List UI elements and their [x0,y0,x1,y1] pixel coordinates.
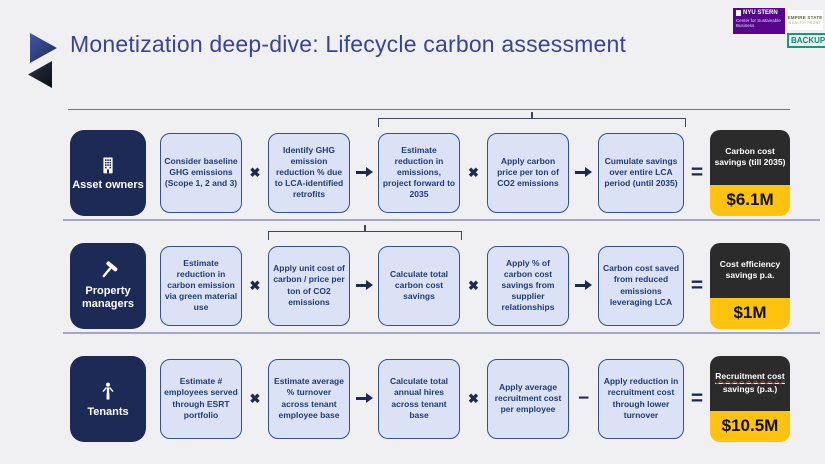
stakeholder-label: Tenants [87,405,129,418]
multiply-sign: ✖ [249,164,261,180]
process-row-tenants: Tenants Estimate # employees served thro… [0,355,825,442]
stakeholder-label: Property managers [82,285,134,310]
equals-sign: = [690,160,704,184]
multiply-sign: ✖ [468,164,479,180]
esrt-logo-line1: EMPIRE STATE [787,15,823,20]
operator [350,355,378,442]
operator: ✖ [242,355,268,442]
operator: ✖ [242,129,268,216]
operator [569,242,598,329]
step-box: Consider baseline GHG emissions (Scope 1… [160,132,242,213]
result-box: Cost efficiency savings p.a. $1M [710,242,790,329]
person-icon [98,379,118,403]
step-box: Carbon cost saved from reduced emissions… [598,245,684,326]
grouping-bracket [378,112,686,127]
result-value: $6.1M [710,184,790,216]
grouping-bracket [268,225,462,240]
operator: ✖ [460,355,487,442]
arrow-icon [575,280,592,291]
step-box: Estimate reduction in emissions, project… [378,132,460,213]
minus-sign: − [577,387,590,409]
multiply-sign: ✖ [468,390,479,406]
arrow-icon [575,167,592,178]
step-box: Apply % of carbon cost savings from supp… [487,245,569,326]
result-box: Recruitment cost savings (p.a.) $10.5M [710,355,790,442]
operator [569,129,598,216]
row-divider [63,219,820,221]
process-row-asset-owners: Asset owners Consider baseline GHG emiss… [0,112,825,216]
result-label: Carbon cost savings (till 2035) [710,129,790,185]
step-box: Identify GHG emission reduction % due to… [268,132,350,213]
stakeholder-box: Property managers [70,242,146,329]
esrt-logo-line2: REALTY TRUST [788,21,822,25]
step-box: Cumulate savings over entire LCA period … [598,132,684,213]
nyu-logo-text: NYU STERN [743,10,778,16]
operator [350,129,378,216]
step-box: Estimate average % turnover across tenan… [268,358,350,439]
step-box: Apply average recruitment cost per emplo… [487,358,569,439]
operator [350,242,378,329]
nyu-torch-icon [736,10,741,16]
equals-sign: = [690,273,704,297]
multiply-sign: ✖ [249,277,261,293]
result-value: $10.5M [710,410,790,442]
hammer-icon [97,260,119,282]
step-box: Estimate # employees served through ESRT… [160,358,242,439]
result-label: Cost efficiency savings p.a. [710,242,790,298]
operator: ✖ [460,129,487,216]
arrow-icon [355,280,373,291]
nyu-stern-logo: NYU STERN Center for Sustainable Busines… [733,8,785,34]
logo-triangle-right-icon [30,33,57,63]
operator: ✖ [460,242,487,329]
result-label: Recruitment cost savings (p.a.) [710,355,790,411]
logo-triangle-left-icon [28,61,52,88]
backup-badge: BACKUP [787,33,825,48]
underlined-text: Recruitment cost [715,371,785,384]
arrow-icon [355,393,373,404]
stakeholder-box: Asset owners [70,129,146,216]
step-box: Estimate reduction in carbon emission vi… [160,245,242,326]
step-box: Apply carbon price per ton of CO2 emissi… [487,132,569,213]
arrow-icon [355,167,373,178]
equals-sign: = [690,386,704,410]
row-divider [63,332,820,334]
step-box: Apply unit cost of carbon / price per to… [268,245,350,326]
operator: ✖ [242,242,268,329]
stakeholder-box: Tenants [70,355,146,442]
result-box: Carbon cost savings (till 2035) $6.1M [710,129,790,216]
step-box: Apply reduction in recruitment cost thro… [598,358,684,439]
header-divider [68,109,790,110]
multiply-sign: ✖ [249,390,261,406]
step-box: Calculate total carbon cost savings [378,245,460,326]
nyu-logo-subtext: Center for Sustainable Business [736,18,781,29]
operator: − [569,355,598,442]
page-title: Monetization deep-dive: Lifecycle carbon… [70,31,627,57]
building-icon [98,154,118,176]
multiply-sign: ✖ [468,277,479,293]
result-value: $1M [710,297,790,329]
stakeholder-label: Asset owners [72,178,144,191]
process-row-property-managers: Property managers Estimate reduction in … [0,225,825,329]
empire-state-logo: EMPIRE STATE REALTY TRUST [787,10,823,30]
step-box: Calculate total annual hires across tena… [378,358,460,439]
